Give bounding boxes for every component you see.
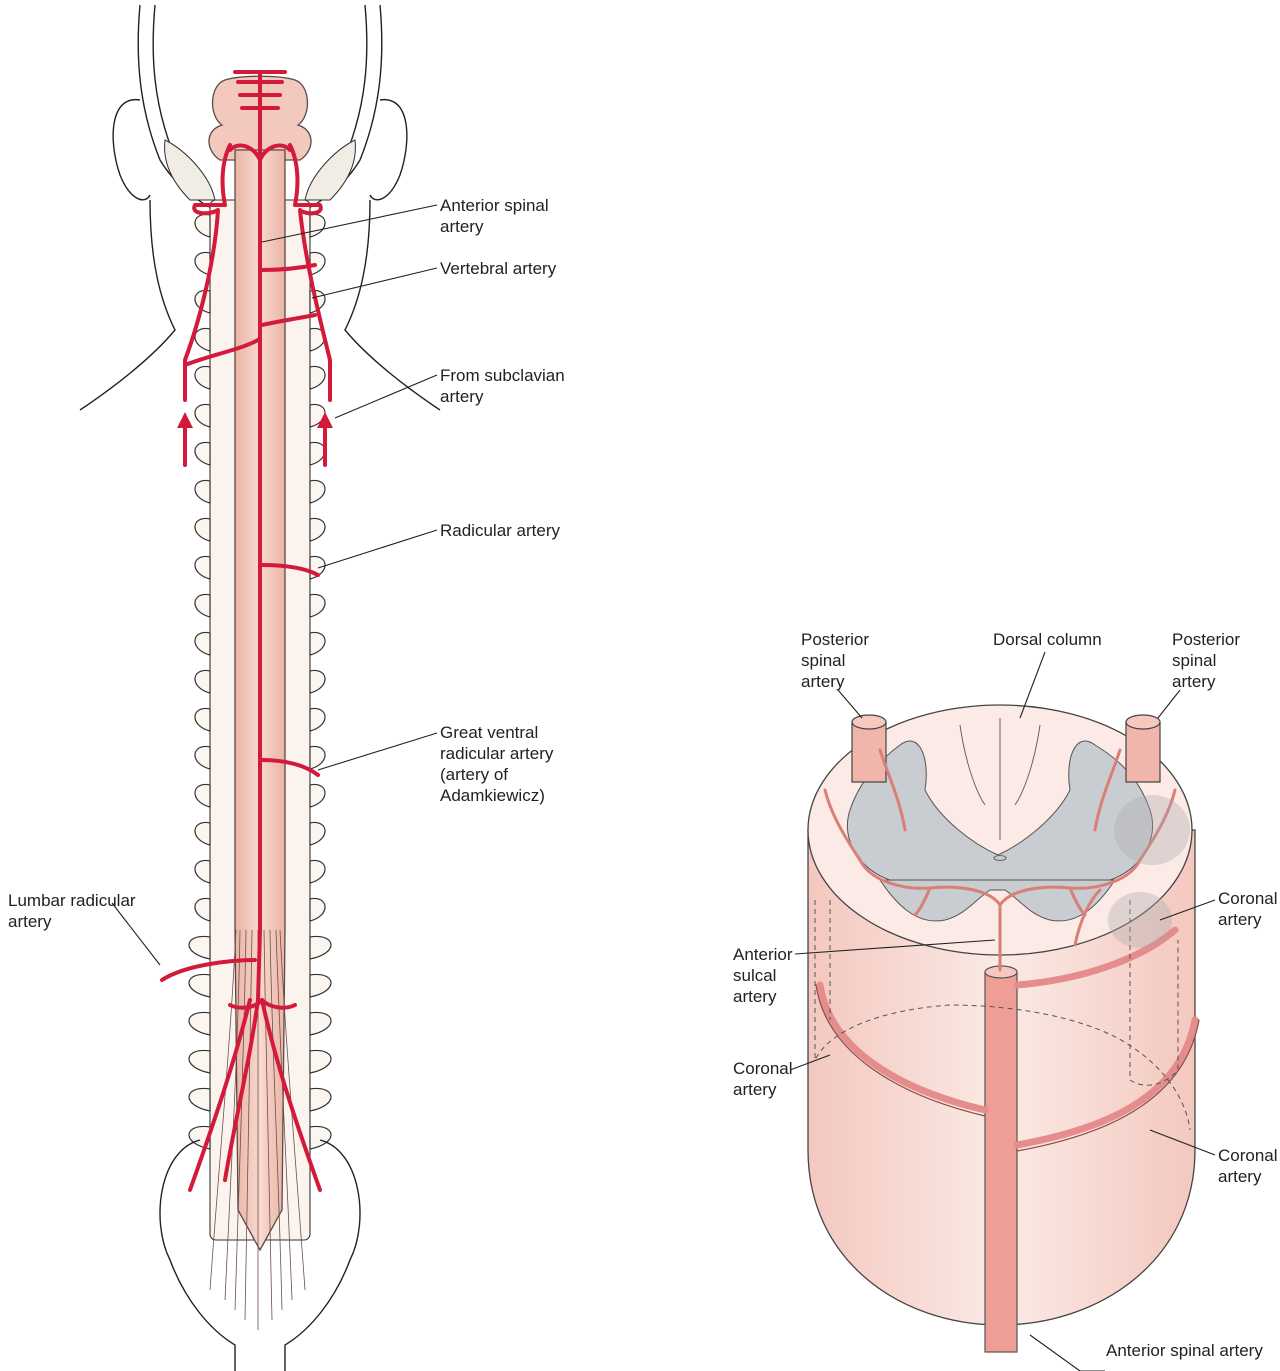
label-great-ventral-radicular-artery: Great ventral radicular artery (artery o… bbox=[440, 722, 553, 806]
vertebra-process bbox=[310, 822, 325, 845]
vertebra-process bbox=[195, 594, 210, 617]
highlight-lower bbox=[1108, 892, 1172, 948]
vertebra-process bbox=[195, 898, 210, 921]
label-radicular-artery: Radicular artery bbox=[440, 520, 560, 541]
right-panel-cord-cross-section bbox=[790, 652, 1215, 1371]
vertebra-process bbox=[310, 1012, 331, 1035]
label-vertebral-artery: Vertebral artery bbox=[440, 258, 556, 279]
label-anterior-sulcal-artery: Anterior sulcal artery bbox=[733, 944, 793, 1007]
label-from-subclavian-artery: From subclavian artery bbox=[440, 365, 565, 407]
left-ear bbox=[113, 100, 150, 200]
vertebra-process bbox=[189, 1050, 210, 1073]
vertebra-process bbox=[310, 746, 325, 769]
vertebra-process bbox=[310, 366, 325, 389]
vertebra-process bbox=[310, 708, 325, 731]
vertebra-process bbox=[189, 936, 210, 959]
vertebra-process bbox=[310, 670, 325, 693]
vertebra-process bbox=[310, 1126, 331, 1149]
vertebra-process bbox=[195, 442, 210, 465]
vertebra-process bbox=[195, 708, 210, 731]
left-mastoid bbox=[165, 140, 215, 200]
vertebra-process bbox=[195, 746, 210, 769]
vertebra-process bbox=[195, 822, 210, 845]
vertebra-process bbox=[310, 860, 325, 883]
label-dorsal-column: Dorsal column bbox=[993, 629, 1102, 650]
label-anterior-spinal-artery-bottom: Anterior spinal artery bbox=[1106, 1340, 1263, 1361]
vertebra-process bbox=[310, 480, 325, 503]
label-coronal-artery-right-upper: Coronal artery bbox=[1218, 888, 1278, 930]
vertebra-process bbox=[310, 898, 325, 921]
vertebra-process bbox=[195, 860, 210, 883]
left-panel-spinal-column bbox=[80, 5, 440, 1371]
label-coronal-artery-left: Coronal artery bbox=[733, 1058, 793, 1100]
right-ear bbox=[370, 100, 407, 200]
vertebra-process bbox=[195, 214, 210, 237]
vertebra-process bbox=[310, 442, 325, 465]
anterior-spinal-artery-tube bbox=[985, 966, 1017, 1352]
right-mastoid bbox=[305, 140, 355, 200]
posterior-spinal-artery-left-tube bbox=[852, 715, 886, 782]
vertebra-process bbox=[310, 594, 325, 617]
vertebra-process bbox=[195, 632, 210, 655]
vertebra-process bbox=[195, 556, 210, 579]
vertebra-process bbox=[310, 936, 331, 959]
label-posterior-spinal-artery-right: Posterior spinal artery bbox=[1172, 629, 1240, 692]
vertebra-process bbox=[195, 366, 210, 389]
vertebra-process bbox=[310, 518, 325, 541]
vertebra-process bbox=[310, 214, 325, 237]
label-lumbar-radicular-artery: Lumbar radicular artery bbox=[8, 890, 136, 932]
vertebra-process bbox=[189, 1012, 210, 1035]
vertebra-process bbox=[189, 974, 210, 997]
vertebra-process bbox=[310, 632, 325, 655]
highlight-upper bbox=[1114, 795, 1190, 865]
vertebra-process bbox=[195, 328, 210, 351]
arrow-left bbox=[177, 412, 193, 428]
label-coronal-artery-right-lower: Coronal artery bbox=[1218, 1145, 1278, 1187]
vertebra-process bbox=[310, 1050, 331, 1073]
posterior-spinal-artery-right-tube bbox=[1126, 715, 1160, 782]
vertebra-process bbox=[189, 1088, 210, 1111]
vertebra-process bbox=[310, 1088, 331, 1111]
vertebra-process bbox=[310, 974, 331, 997]
neck-left-outline bbox=[80, 200, 175, 410]
neck-right-outline bbox=[345, 200, 440, 410]
vertebra-process bbox=[310, 784, 325, 807]
vertebra-process bbox=[195, 518, 210, 541]
vertebra-process bbox=[195, 784, 210, 807]
label-posterior-spinal-artery-left: Posterior spinal artery bbox=[801, 629, 869, 692]
label-anterior-spinal-artery: Anterior spinal artery bbox=[440, 195, 549, 237]
vertebra-process bbox=[195, 670, 210, 693]
vertebra-process bbox=[195, 480, 210, 503]
vertebra-process bbox=[195, 404, 210, 427]
